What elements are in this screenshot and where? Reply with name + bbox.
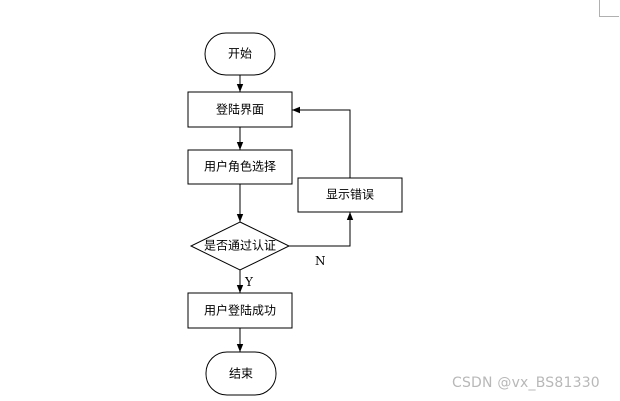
edge-error-to-login [292, 106, 351, 178]
end-node: 结束 [205, 351, 277, 396]
role-select-node: 用户角色选择 [187, 149, 293, 185]
start-node: 开始 [204, 32, 276, 76]
role-select-node-label: 用户角色选择 [204, 159, 276, 174]
login-page-node: 登陆界面 [187, 91, 293, 128]
decision-node-label: 是否通过认证 [204, 239, 276, 253]
error-node: 显示错误 [297, 177, 403, 213]
edge-label-yes: Y [244, 275, 254, 289]
page-corner-mark [599, 0, 619, 17]
edge-decision-to-error [289, 212, 354, 247]
start-node-label: 开始 [228, 47, 252, 61]
login-page-node-label: 登陆界面 [216, 102, 264, 117]
decision-node: 是否通过认证 [189, 221, 291, 271]
watermark-text: CSDN @vx_BS81330 [452, 375, 600, 391]
edge-label-no: N [315, 254, 326, 268]
success-node-label: 用户登陆成功 [204, 303, 276, 318]
end-node-label: 结束 [229, 367, 253, 381]
success-node: 用户登陆成功 [187, 292, 293, 329]
error-node-label: 显示错误 [326, 188, 374, 202]
